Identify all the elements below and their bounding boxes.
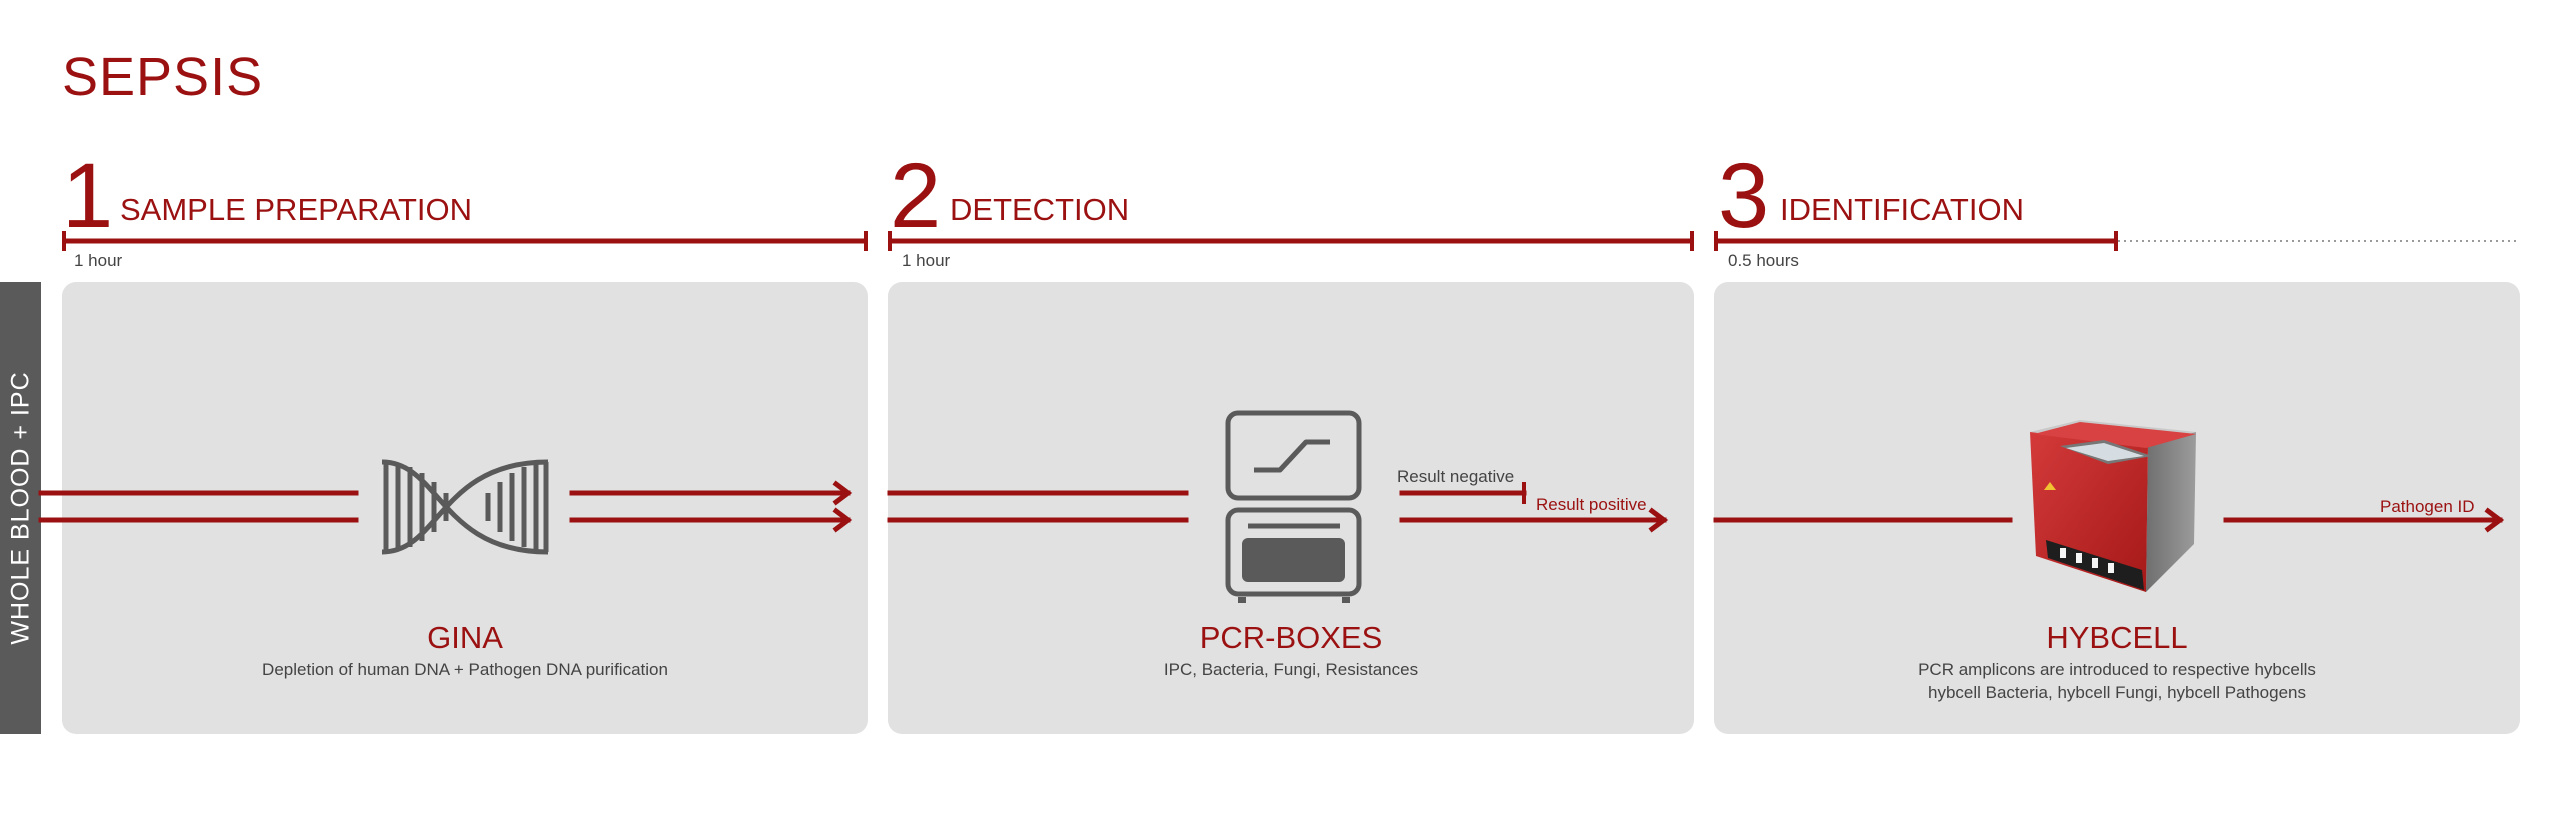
step-2-description: IPC, Bacteria, Fungi, Resistances <box>1163 660 1419 679</box>
step-3-description-line-1: PCR amplicons are introduced to respecti… <box>1918 660 2316 679</box>
step-3-description-line-2: hybcell Bacteria, hybcell Fungi, hybcell… <box>1928 683 2306 702</box>
step-1-description: Depletion of human DNA + Pathogen DNA pu… <box>262 660 668 679</box>
pathogen-id-label: Pathogen ID <box>2380 497 2475 516</box>
timeline-bar-step-3 <box>1714 231 2118 251</box>
page-title: SEPSIS <box>62 47 264 107</box>
step-2-device-name: PCR-BOXES <box>1199 620 1383 655</box>
step-3-duration: 0.5 hours <box>1728 251 1799 270</box>
step-3-device-name: HYBCELL <box>2046 620 2188 655</box>
step-2-title: DETECTION <box>950 192 1130 227</box>
side-label-text: WHOLE BLOOD + IPC <box>6 371 34 645</box>
step-1-device-name: GINA <box>427 620 503 655</box>
step-3-number: 3 <box>1718 145 1770 247</box>
step-2-number: 2 <box>890 145 942 247</box>
step-1-number: 1 <box>62 145 114 247</box>
whole-blood-input-label: WHOLE BLOOD + IPC <box>0 282 41 734</box>
timeline-bar-step-1 <box>62 231 868 251</box>
result-negative-label: Result negative <box>1397 467 1515 486</box>
step-2-duration: 1 hour <box>902 251 951 270</box>
step-1-duration: 1 hour <box>74 251 123 270</box>
timeline-bar-step-2 <box>888 231 1694 251</box>
result-positive-label: Result positive <box>1536 495 1647 514</box>
step-1-title: SAMPLE PREPARATION <box>120 192 472 227</box>
step-3-title: IDENTIFICATION <box>1780 192 2024 227</box>
